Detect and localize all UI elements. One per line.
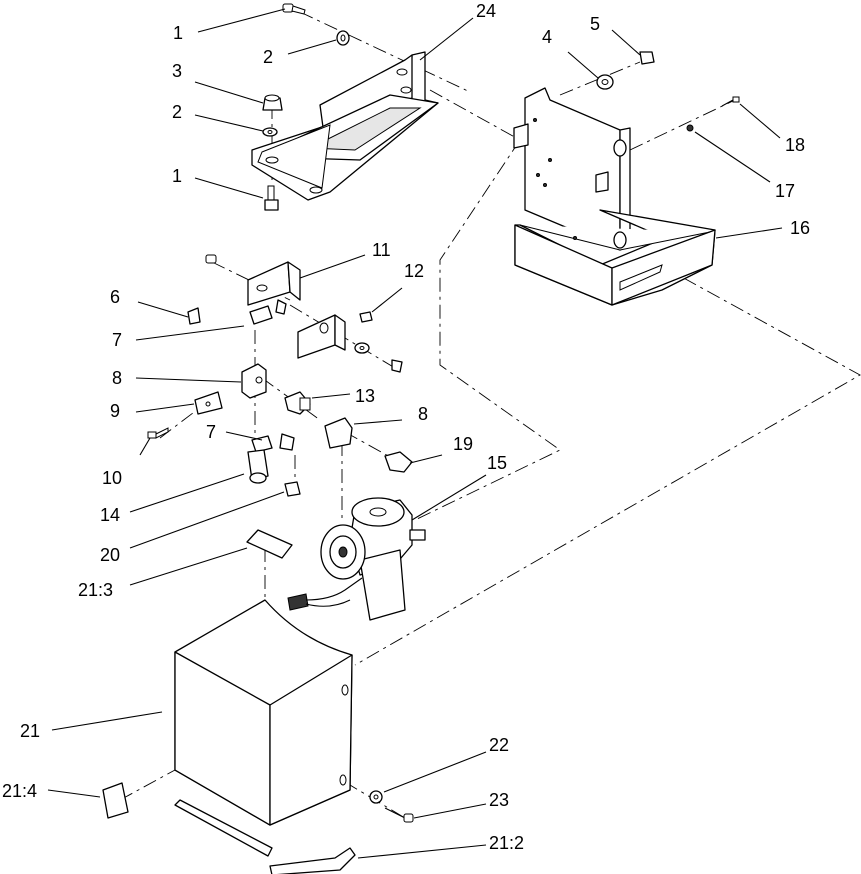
part-24-mount-bracket bbox=[251, 51, 439, 201]
part-3-nut bbox=[262, 94, 283, 111]
part-6-screw bbox=[187, 254, 217, 325]
callout-13: 13 bbox=[355, 386, 375, 406]
part-11-bracket-b bbox=[297, 314, 346, 359]
callout-5: 5 bbox=[590, 14, 600, 34]
bracket-washer bbox=[354, 342, 403, 373]
callout-21-4: 21:4 bbox=[2, 781, 37, 801]
callout-9: 9 bbox=[110, 401, 120, 421]
callout-7: 7 bbox=[112, 330, 122, 350]
part-13-adapter bbox=[284, 391, 311, 415]
callout-20: 20 bbox=[100, 545, 120, 565]
callout-2: 2 bbox=[263, 47, 273, 67]
callout-24: 24 bbox=[476, 1, 496, 21]
callout-19: 19 bbox=[453, 434, 473, 454]
part-9-clamp bbox=[194, 391, 223, 415]
callout-10: 10 bbox=[102, 468, 122, 488]
part-14-valve bbox=[247, 449, 269, 484]
part-2-washer-mid bbox=[262, 127, 278, 137]
leader-lines bbox=[47, 8, 783, 859]
callout-3: 3 bbox=[172, 61, 182, 81]
callout-21-2: 21:2 bbox=[489, 833, 524, 853]
part-15-pump-motor bbox=[287, 497, 426, 621]
callout-16: 16 bbox=[790, 218, 810, 238]
callout-2: 2 bbox=[172, 102, 182, 122]
callout-21-3: 21:3 bbox=[78, 580, 113, 600]
callout-6: 6 bbox=[110, 287, 120, 307]
part-10-screw bbox=[147, 427, 169, 439]
callout-labels: 1 2 3 2 1 24 4 5 18 17 16 11 12 6 7 8 9 … bbox=[2, 1, 810, 853]
part-1-bolt-bottom bbox=[264, 185, 279, 211]
part-8-elbow-b bbox=[324, 417, 353, 449]
callout-4: 4 bbox=[542, 27, 552, 47]
assembly-lines bbox=[119, 11, 861, 819]
part-17-pin bbox=[686, 124, 694, 132]
part-11-bracket bbox=[247, 261, 301, 306]
part-21-3-decal bbox=[246, 529, 293, 559]
callout-21: 21 bbox=[20, 721, 40, 741]
part-16-tank-box bbox=[513, 87, 716, 306]
part-21-cover bbox=[174, 599, 353, 826]
part-12-nut bbox=[359, 311, 373, 323]
part-23-screw bbox=[384, 807, 414, 823]
callout-17: 17 bbox=[775, 181, 795, 201]
part-7-elbow-fitting bbox=[249, 299, 287, 325]
part-21-2-strip bbox=[174, 799, 356, 874]
part-22-washer bbox=[369, 790, 383, 804]
callout-11: 11 bbox=[372, 240, 391, 260]
callout-14: 14 bbox=[100, 505, 120, 525]
part-19-fitting bbox=[384, 451, 413, 473]
part-4-washer bbox=[596, 74, 614, 90]
callout-7: 7 bbox=[206, 422, 216, 442]
part-18-screw bbox=[721, 96, 740, 107]
part-7-elbow-b bbox=[251, 433, 295, 453]
part-2-washer-top bbox=[336, 30, 350, 46]
callout-12: 12 bbox=[404, 261, 424, 281]
callout-18: 18 bbox=[785, 135, 805, 155]
callout-8: 8 bbox=[418, 404, 428, 424]
callout-1: 1 bbox=[173, 23, 183, 43]
part-1-bolt-top bbox=[282, 3, 306, 15]
part-8-tee-fitting bbox=[241, 363, 267, 399]
callout-1: 1 bbox=[172, 166, 182, 186]
part-5-nut bbox=[639, 51, 655, 65]
callout-22: 22 bbox=[489, 735, 509, 755]
part-21-4-decal bbox=[102, 782, 129, 819]
callout-23: 23 bbox=[489, 790, 509, 810]
callout-15: 15 bbox=[487, 453, 507, 473]
part-20-fitting bbox=[284, 481, 301, 497]
callout-8: 8 bbox=[112, 368, 122, 388]
